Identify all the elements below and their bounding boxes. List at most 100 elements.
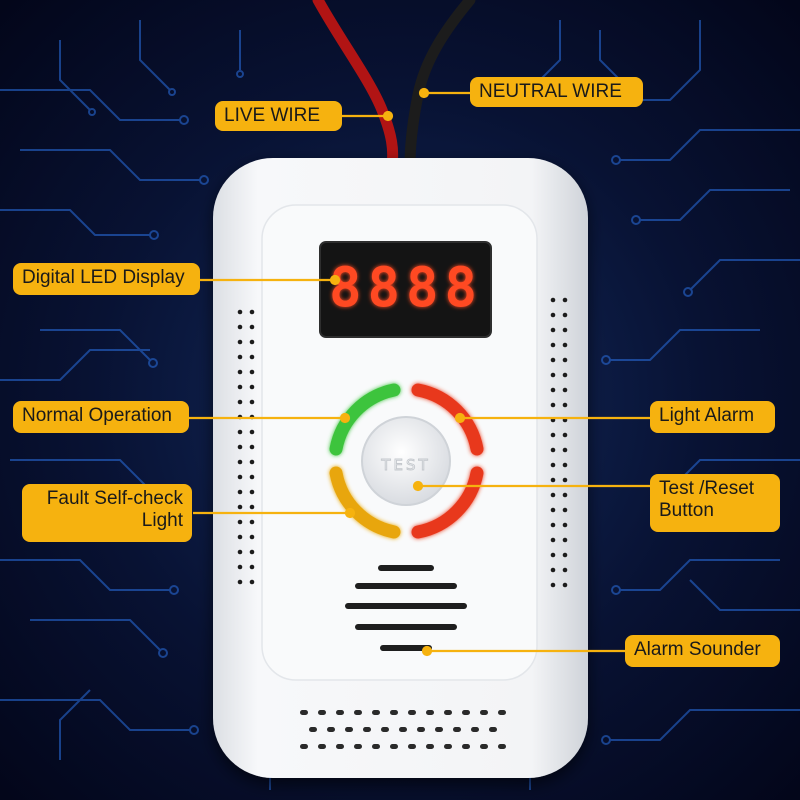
vent-hole [562, 357, 568, 363]
vent-hole [550, 447, 556, 453]
live-wire [312, 0, 399, 171]
vent-hole [249, 474, 255, 480]
alarm-sounder-text: Alarm Sounder [634, 639, 761, 660]
vent-hole [354, 744, 362, 749]
vent-hole [562, 432, 568, 438]
test-reset-label: Test /Reset Button [650, 474, 780, 532]
vent-hole [354, 710, 362, 715]
vent-hole [498, 744, 506, 749]
vent-hole [336, 710, 344, 715]
vent-hole [435, 727, 443, 732]
vent-hole [390, 710, 398, 715]
vent-hole [249, 549, 255, 555]
vent-hole [237, 309, 243, 315]
vent-hole [249, 324, 255, 330]
vent-hole [237, 474, 243, 480]
vent-hole [237, 579, 243, 585]
sounder-slot [380, 645, 432, 651]
vent-hole [550, 297, 556, 303]
vent-hole [444, 710, 452, 715]
vent-hole [363, 727, 371, 732]
normal-operation-label: Normal Operation [13, 401, 189, 433]
neutral-wire-text: NEUTRAL WIRE [479, 81, 622, 102]
vent-hole [550, 477, 556, 483]
vent-hole [249, 309, 255, 315]
vent-hole [300, 744, 308, 749]
bottom-vent [300, 710, 506, 749]
vent-hole [249, 579, 255, 585]
vent-hole [498, 710, 506, 715]
vent-hole [426, 710, 434, 715]
test-reset-button[interactable] [361, 416, 451, 506]
vent-hole [372, 710, 380, 715]
vent-hole [237, 459, 243, 465]
vent-hole [462, 744, 470, 749]
vent-hole [480, 710, 488, 715]
vent-hole [550, 462, 556, 468]
light-alarm-text: Light Alarm [659, 405, 755, 426]
alarm-sounder-label: Alarm Sounder [625, 635, 780, 667]
fault-self-check-light [329, 466, 401, 539]
vent-hole [550, 387, 556, 393]
led-display [319, 241, 492, 338]
vent-hole [237, 534, 243, 540]
vent-hole [462, 710, 470, 715]
vent-hole [249, 564, 255, 570]
vent-hole [237, 444, 243, 450]
vent-hole [426, 744, 434, 749]
vent-hole [550, 507, 556, 513]
vent-hole [550, 537, 556, 543]
fault-self-check-label: Fault Self-check Light [22, 484, 192, 542]
vent-hole [550, 522, 556, 528]
indicator-ring [329, 383, 484, 539]
side-vent-right [550, 297, 568, 588]
test-button-label: TEST [380, 456, 430, 474]
vent-hole [381, 727, 389, 732]
vent-hole [390, 744, 398, 749]
vent-hole [237, 399, 243, 405]
vent-hole [550, 582, 556, 588]
vent-hole [550, 372, 556, 378]
vent-hole [237, 549, 243, 555]
fault-self-check-text-1: Fault Self-check [46, 488, 183, 509]
vent-hole [237, 339, 243, 345]
vent-hole [562, 312, 568, 318]
vent-hole [562, 327, 568, 333]
vent-hole [562, 567, 568, 573]
sounder-slot [378, 565, 434, 571]
vent-hole [562, 552, 568, 558]
vent-hole [345, 727, 353, 732]
neutral-wire [404, 0, 476, 171]
vent-hole [249, 459, 255, 465]
vent-hole [249, 519, 255, 525]
vent-hole [318, 744, 326, 749]
vent-hole [237, 369, 243, 375]
vent-hole [562, 447, 568, 453]
vent-hole [249, 339, 255, 345]
test-reset-text-2: Button [659, 500, 714, 521]
vent-hole [480, 744, 488, 749]
vent-hole [249, 429, 255, 435]
sounder-slot [355, 583, 457, 589]
fault-self-check-text-2: Light [141, 510, 183, 531]
vent-hole [237, 354, 243, 360]
live-wire-text: LIVE WIRE [224, 105, 321, 126]
vent-hole [550, 567, 556, 573]
side-vent-left [237, 309, 255, 585]
vent-hole [471, 727, 479, 732]
vent-hole [237, 324, 243, 330]
vent-hole [249, 369, 255, 375]
vent-hole [444, 744, 452, 749]
alarm-sounder [345, 565, 467, 651]
live-wire-label: LIVE WIRE [215, 101, 342, 131]
vent-hole [562, 372, 568, 378]
sounder-slot [345, 603, 467, 609]
vent-hole [249, 399, 255, 405]
vent-hole [562, 387, 568, 393]
vent-hole [550, 342, 556, 348]
normal-operation-text: Normal Operation [22, 405, 172, 426]
vent-hole [562, 492, 568, 498]
vent-hole [249, 504, 255, 510]
vent-hole [399, 727, 407, 732]
